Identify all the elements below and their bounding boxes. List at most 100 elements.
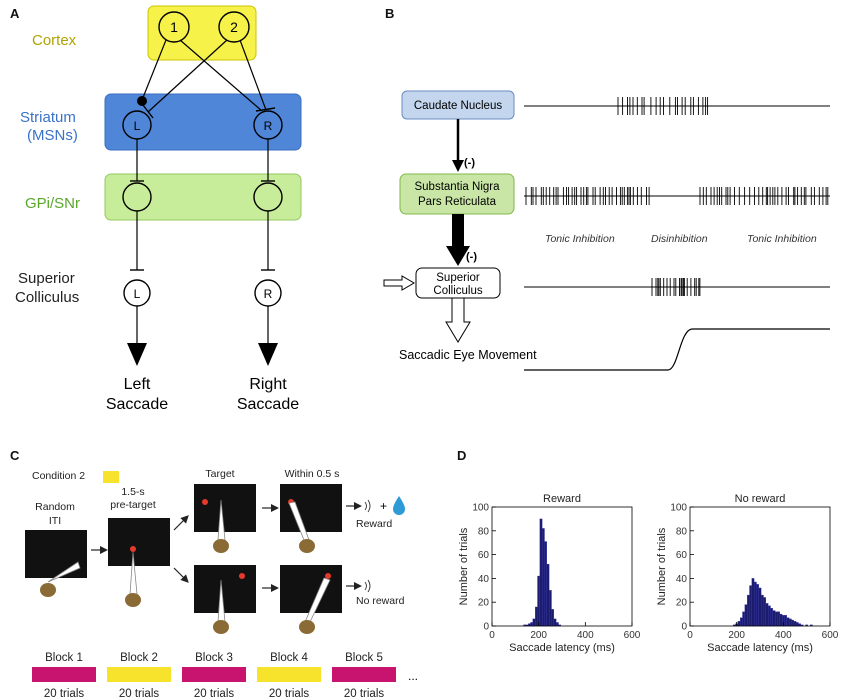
sound-icon bbox=[364, 499, 371, 513]
left-saccade-line2: Saccade bbox=[106, 396, 168, 413]
block-label-5: Block 5 bbox=[345, 652, 383, 664]
histogram-bar bbox=[768, 605, 771, 627]
histogram-title: No reward bbox=[735, 493, 786, 505]
striatum-label-line2: (MSNs) bbox=[27, 127, 78, 144]
plus-sign: + bbox=[380, 499, 387, 513]
spike-trains bbox=[524, 97, 830, 296]
cortex-label: Cortex bbox=[32, 32, 77, 49]
cortex-node-1 bbox=[158, 11, 190, 43]
striatum-label-line1: Striatum bbox=[20, 109, 76, 126]
pretarget-label-line1: 1.5-s bbox=[121, 486, 144, 498]
monkey-heads bbox=[40, 539, 315, 634]
striatum-box bbox=[104, 93, 302, 151]
histogram-title: Reward bbox=[543, 493, 581, 505]
y-axis-label: Number of trials bbox=[458, 527, 470, 605]
histogram-bar bbox=[758, 587, 762, 627]
histogram-bar bbox=[535, 606, 538, 627]
eye-position-trace bbox=[524, 328, 830, 371]
histogram-bar bbox=[761, 594, 764, 627]
sc-spike-train bbox=[651, 278, 701, 296]
gpi-box bbox=[104, 173, 302, 221]
histogram-bar bbox=[777, 611, 780, 627]
right-saccade-line2: Saccade bbox=[237, 396, 299, 413]
random-label-line2: ITI bbox=[49, 515, 61, 527]
monkey-head-icon bbox=[213, 620, 229, 634]
block-bar-4 bbox=[257, 667, 321, 682]
inhibitory-terminal-icon bbox=[142, 104, 154, 119]
histogram-bar bbox=[791, 619, 794, 627]
sc-b-label-line2: Colliculus bbox=[433, 285, 482, 297]
connection-1-to-left bbox=[141, 39, 167, 101]
screen-saccade-noreward bbox=[280, 565, 342, 613]
x-tick-label: 400 bbox=[577, 630, 594, 641]
panel-label-a: A bbox=[10, 6, 20, 21]
striatum-node-right-label: R bbox=[264, 119, 273, 133]
histogram-bar bbox=[544, 541, 547, 627]
target-dot-right bbox=[239, 573, 245, 579]
histogram-bar bbox=[793, 621, 797, 627]
panel-label-c: C bbox=[10, 448, 20, 463]
y-tick-label: 60 bbox=[676, 550, 688, 561]
block-bar-3 bbox=[182, 667, 246, 682]
x-tick-label: 0 bbox=[687, 630, 693, 641]
histogram-bar bbox=[784, 615, 787, 627]
cortex-box bbox=[147, 5, 257, 61]
arrowhead-icon bbox=[452, 160, 464, 172]
histogram-bar bbox=[779, 613, 783, 627]
panel-label-b: B bbox=[385, 6, 394, 21]
connection-2-to-right bbox=[239, 39, 267, 111]
histogram-bar bbox=[546, 563, 550, 627]
connection-1-to-right bbox=[179, 39, 263, 112]
snr-spike-train bbox=[525, 187, 829, 205]
histogram-bar bbox=[789, 618, 792, 627]
sc-node-left-label: L bbox=[134, 287, 141, 301]
y-tick-label: 100 bbox=[670, 503, 687, 514]
arrowhead-icon bbox=[258, 343, 278, 366]
block-label-1: Block 1 bbox=[45, 652, 83, 664]
tonic-inhibition-label-1: Tonic Inhibition bbox=[545, 233, 615, 245]
panel-label-d: D bbox=[457, 448, 466, 463]
plot-frame bbox=[491, 506, 633, 627]
gpi-label: GPi/SNr bbox=[25, 195, 80, 212]
gaze-cone bbox=[47, 561, 81, 583]
disinhibition-label: Disinhibition bbox=[651, 233, 708, 245]
histogram-bar bbox=[549, 590, 552, 627]
block-label-4: Block 4 bbox=[270, 652, 308, 664]
histogram-bar bbox=[530, 622, 533, 627]
ellipsis: ... bbox=[408, 669, 418, 683]
block-bar-5 bbox=[332, 667, 396, 682]
block-trials-4: 20 trials bbox=[269, 688, 310, 700]
histogram-bar bbox=[749, 585, 752, 627]
monkey-head-icon bbox=[213, 539, 229, 553]
y-tick-label: 0 bbox=[483, 622, 489, 633]
histogram-bar bbox=[765, 603, 769, 627]
y-tick-label: 0 bbox=[681, 622, 687, 633]
y-tick-label: 100 bbox=[472, 503, 489, 514]
histogram-bar bbox=[754, 581, 757, 627]
histogram-bar bbox=[539, 518, 543, 627]
y-tick-label: 60 bbox=[478, 550, 490, 561]
caudate-label: Caudate Nucleus bbox=[414, 100, 502, 112]
caudate-spike-train bbox=[617, 97, 709, 115]
block-trials-3: 20 trials bbox=[194, 688, 235, 700]
histogram-bar bbox=[537, 575, 540, 627]
block-trials-2: 20 trials bbox=[119, 688, 160, 700]
screen-target-noreward bbox=[194, 565, 256, 613]
block-trials-5: 20 trials bbox=[344, 688, 385, 700]
condition-label: Condition 2 bbox=[32, 470, 85, 482]
snr-label-line2: Pars Reticulata bbox=[418, 196, 497, 208]
y-tick-label: 20 bbox=[676, 598, 688, 609]
histogram-bar bbox=[742, 611, 745, 627]
screen-random-iti bbox=[25, 530, 87, 578]
histogram-bar bbox=[772, 610, 776, 627]
x-tick-label: 200 bbox=[530, 630, 547, 641]
tonic-inhibition-label-2: Tonic Inhibition bbox=[747, 233, 817, 245]
target-dot-right-2 bbox=[325, 573, 331, 579]
snr-label-line1: Substantia Nigra bbox=[414, 181, 500, 193]
sound-icon bbox=[364, 579, 371, 593]
x-axis-label: Saccade latency (ms) bbox=[707, 642, 813, 654]
histogram-bar bbox=[786, 617, 790, 627]
histogram-bar bbox=[532, 618, 536, 627]
